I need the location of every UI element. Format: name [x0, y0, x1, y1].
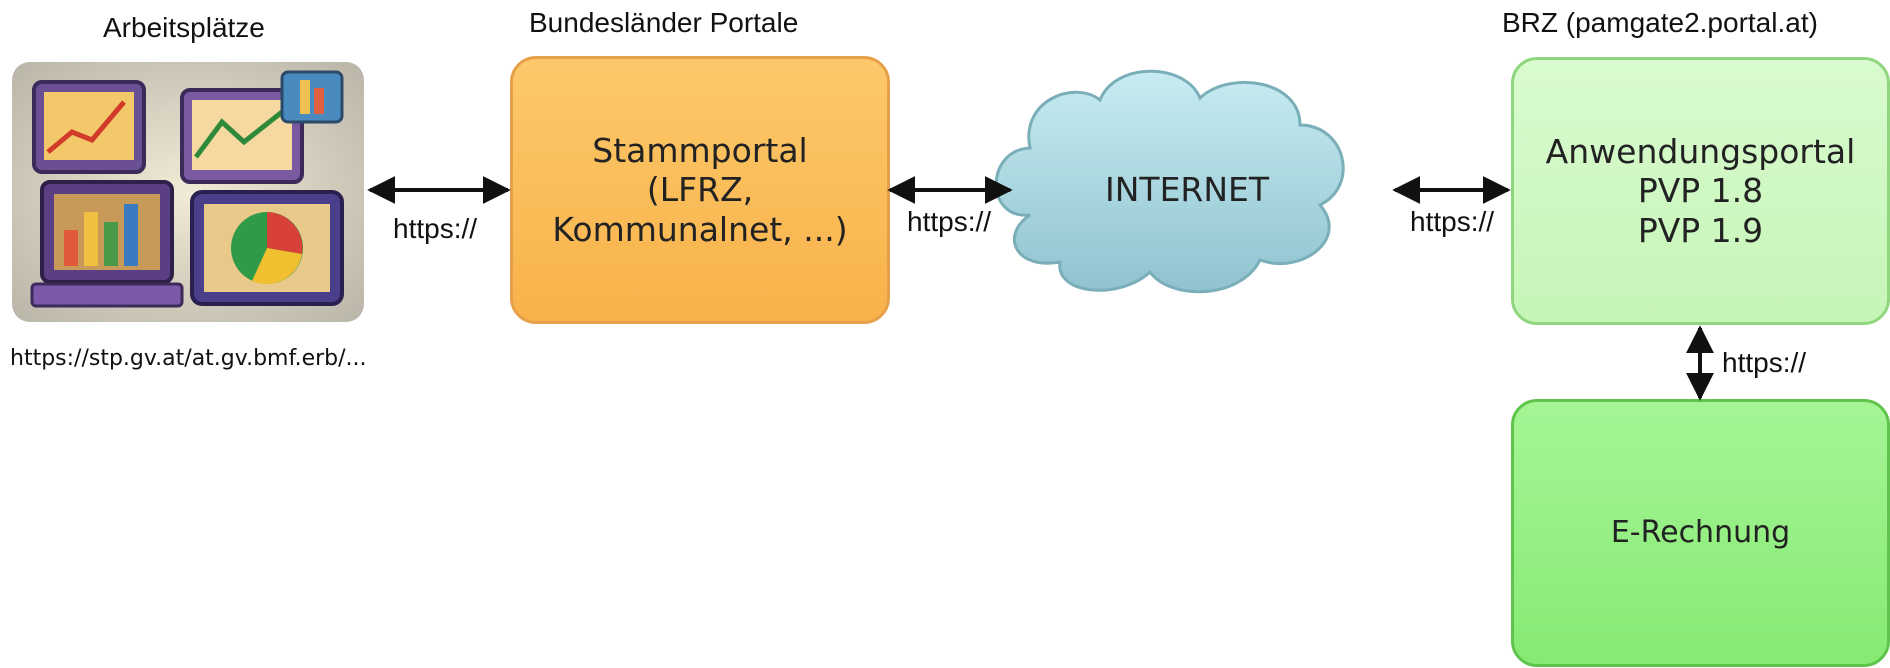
edge-label-internet-brz: https:// — [1410, 206, 1495, 237]
internet-label: INTERNET — [1105, 170, 1270, 209]
anwendungsportal-line-3: PVP 1.9 — [1637, 210, 1764, 250]
erechnung-label: E-Rechnung — [1610, 515, 1791, 550]
stammportal-box: Stammportal (LFRZ, Kommunalnet, ...) — [510, 56, 890, 324]
workstation-url: https://stp.gv.at/at.gv.bmf.erb/... — [10, 346, 367, 371]
stammportal-line-2: (LFRZ, — [646, 170, 754, 210]
stammportal-line-1: Stammportal — [592, 130, 808, 170]
workstation-illustration — [12, 62, 364, 322]
edge-label-brz-erechnung: https:// — [1722, 347, 1807, 378]
title-brz: BRZ (pamgate2.portal.at) — [1502, 7, 1818, 38]
title-bundeslaender-portale: Bundesländer Portale — [529, 7, 799, 38]
edge-label-ws-stamm: https:// — [393, 213, 478, 244]
title-arbeitsplaetze: Arbeitsplätze — [103, 12, 265, 43]
stammportal-line-3: Kommunalnet, ...) — [552, 209, 848, 249]
internet-cloud — [994, 69, 1345, 294]
anwendungsportal-box: Anwendungsportal PVP 1.8 PVP 1.9 — [1511, 57, 1890, 325]
anwendungsportal-line-1: Anwendungsportal — [1545, 131, 1856, 171]
edge-label-stamm-internet: https:// — [907, 206, 992, 237]
anwendungsportal-line-2: PVP 1.8 — [1637, 171, 1764, 211]
